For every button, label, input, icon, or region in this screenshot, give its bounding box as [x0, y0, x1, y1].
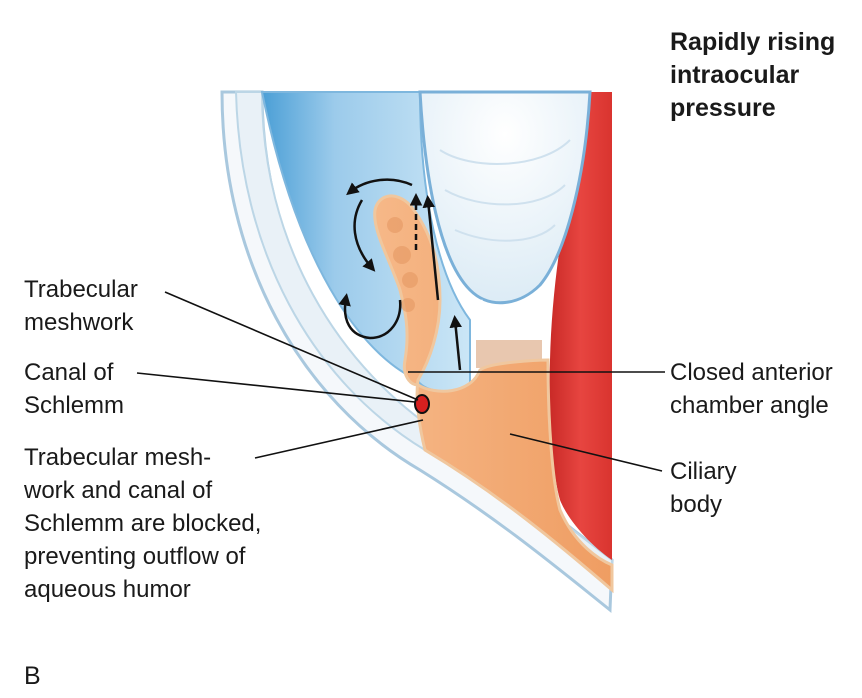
- diagram-title: Rapidly rising intraocular pressure: [670, 26, 835, 125]
- label-line: Schlemm: [24, 392, 125, 419]
- label-trabecular-meshwork: Trabecular meshwork: [24, 273, 138, 339]
- flow-arrows: [338, 178, 462, 371]
- title-line-3: pressure: [670, 94, 776, 122]
- label-line: Trabecular: [24, 276, 138, 303]
- label-line: Trabecular mesh-: [24, 444, 212, 471]
- panel-letter: B: [24, 662, 41, 690]
- label-line: meshwork: [24, 309, 134, 336]
- label-blocked-note: Trabecular mesh- work and canal of Schle…: [24, 441, 261, 606]
- lens-rings: [439, 139, 571, 242]
- label-line: Canal of: [24, 359, 114, 386]
- iris-texture: [387, 217, 418, 312]
- label-closed-angle: Closed anterior chamber angle: [670, 356, 833, 422]
- label-canal-of-schlemm: Canal of Schlemm: [24, 356, 124, 422]
- label-line: work and canal of: [24, 477, 213, 504]
- label-line: body: [670, 491, 723, 518]
- label-line: Schlemm are blocked,: [24, 510, 262, 537]
- label-line: chamber angle: [670, 392, 829, 419]
- canal-of-schlemm: [414, 394, 430, 414]
- leader-lines: [136, 291, 665, 472]
- title-line-1: Rapidly rising: [670, 28, 836, 56]
- label-line: Ciliary: [670, 458, 737, 485]
- choroid-band: [549, 92, 612, 560]
- label-line: preventing outflow of: [24, 543, 246, 570]
- label-ciliary-body: Ciliary body: [670, 455, 737, 521]
- label-line: Closed anterior: [670, 359, 833, 386]
- label-line: aqueous humor: [24, 576, 191, 603]
- title-line-2: intraocular: [670, 61, 800, 89]
